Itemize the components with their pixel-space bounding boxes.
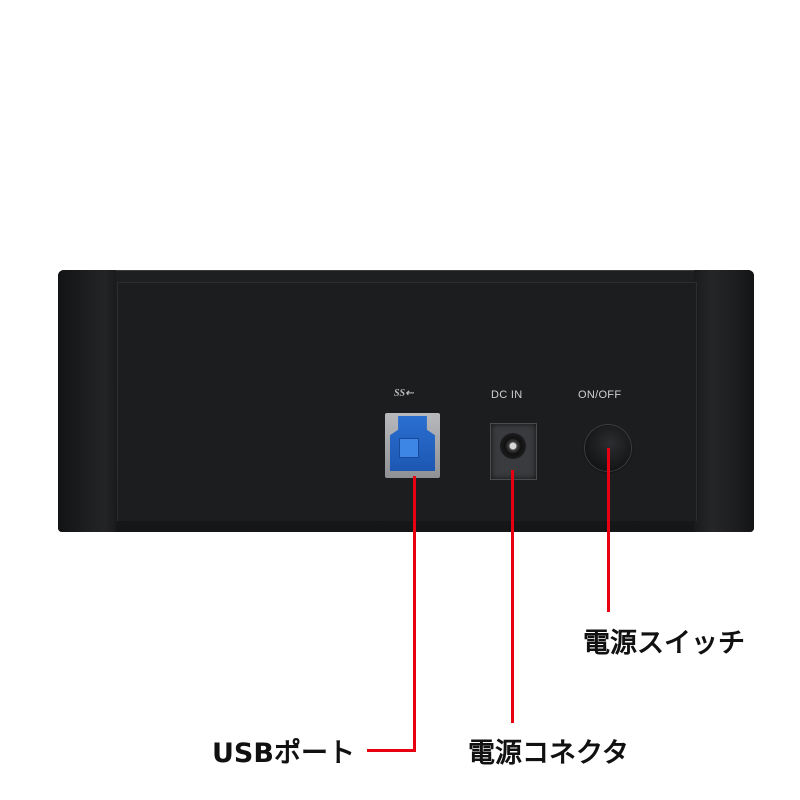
dc-in-label: DC IN [491, 389, 523, 401]
rear-panel [117, 282, 697, 521]
usb-port-tab [399, 438, 419, 458]
left-side-pillar [58, 270, 116, 532]
right-side-pillar [694, 270, 754, 532]
usb-port-callout: USBポート [212, 738, 355, 769]
power-switch-callout: 電源スイッチ [583, 628, 745, 659]
docking-station-rear [58, 270, 754, 532]
usb-leader-line-horizontal [367, 749, 416, 752]
dc-connector-callout: 電源コネクタ [468, 738, 629, 769]
on-off-label: ON/OFF [578, 389, 622, 401]
dc-leader-line [511, 470, 514, 723]
superspeed-usb-logo-icon: SS⇠ [394, 388, 414, 399]
power-leader-line [607, 448, 610, 612]
dc-in-jack[interactable] [490, 423, 537, 480]
usb-port[interactable] [385, 413, 440, 478]
dc-jack-hole-icon [500, 433, 526, 459]
usb-leader-line [413, 476, 416, 752]
